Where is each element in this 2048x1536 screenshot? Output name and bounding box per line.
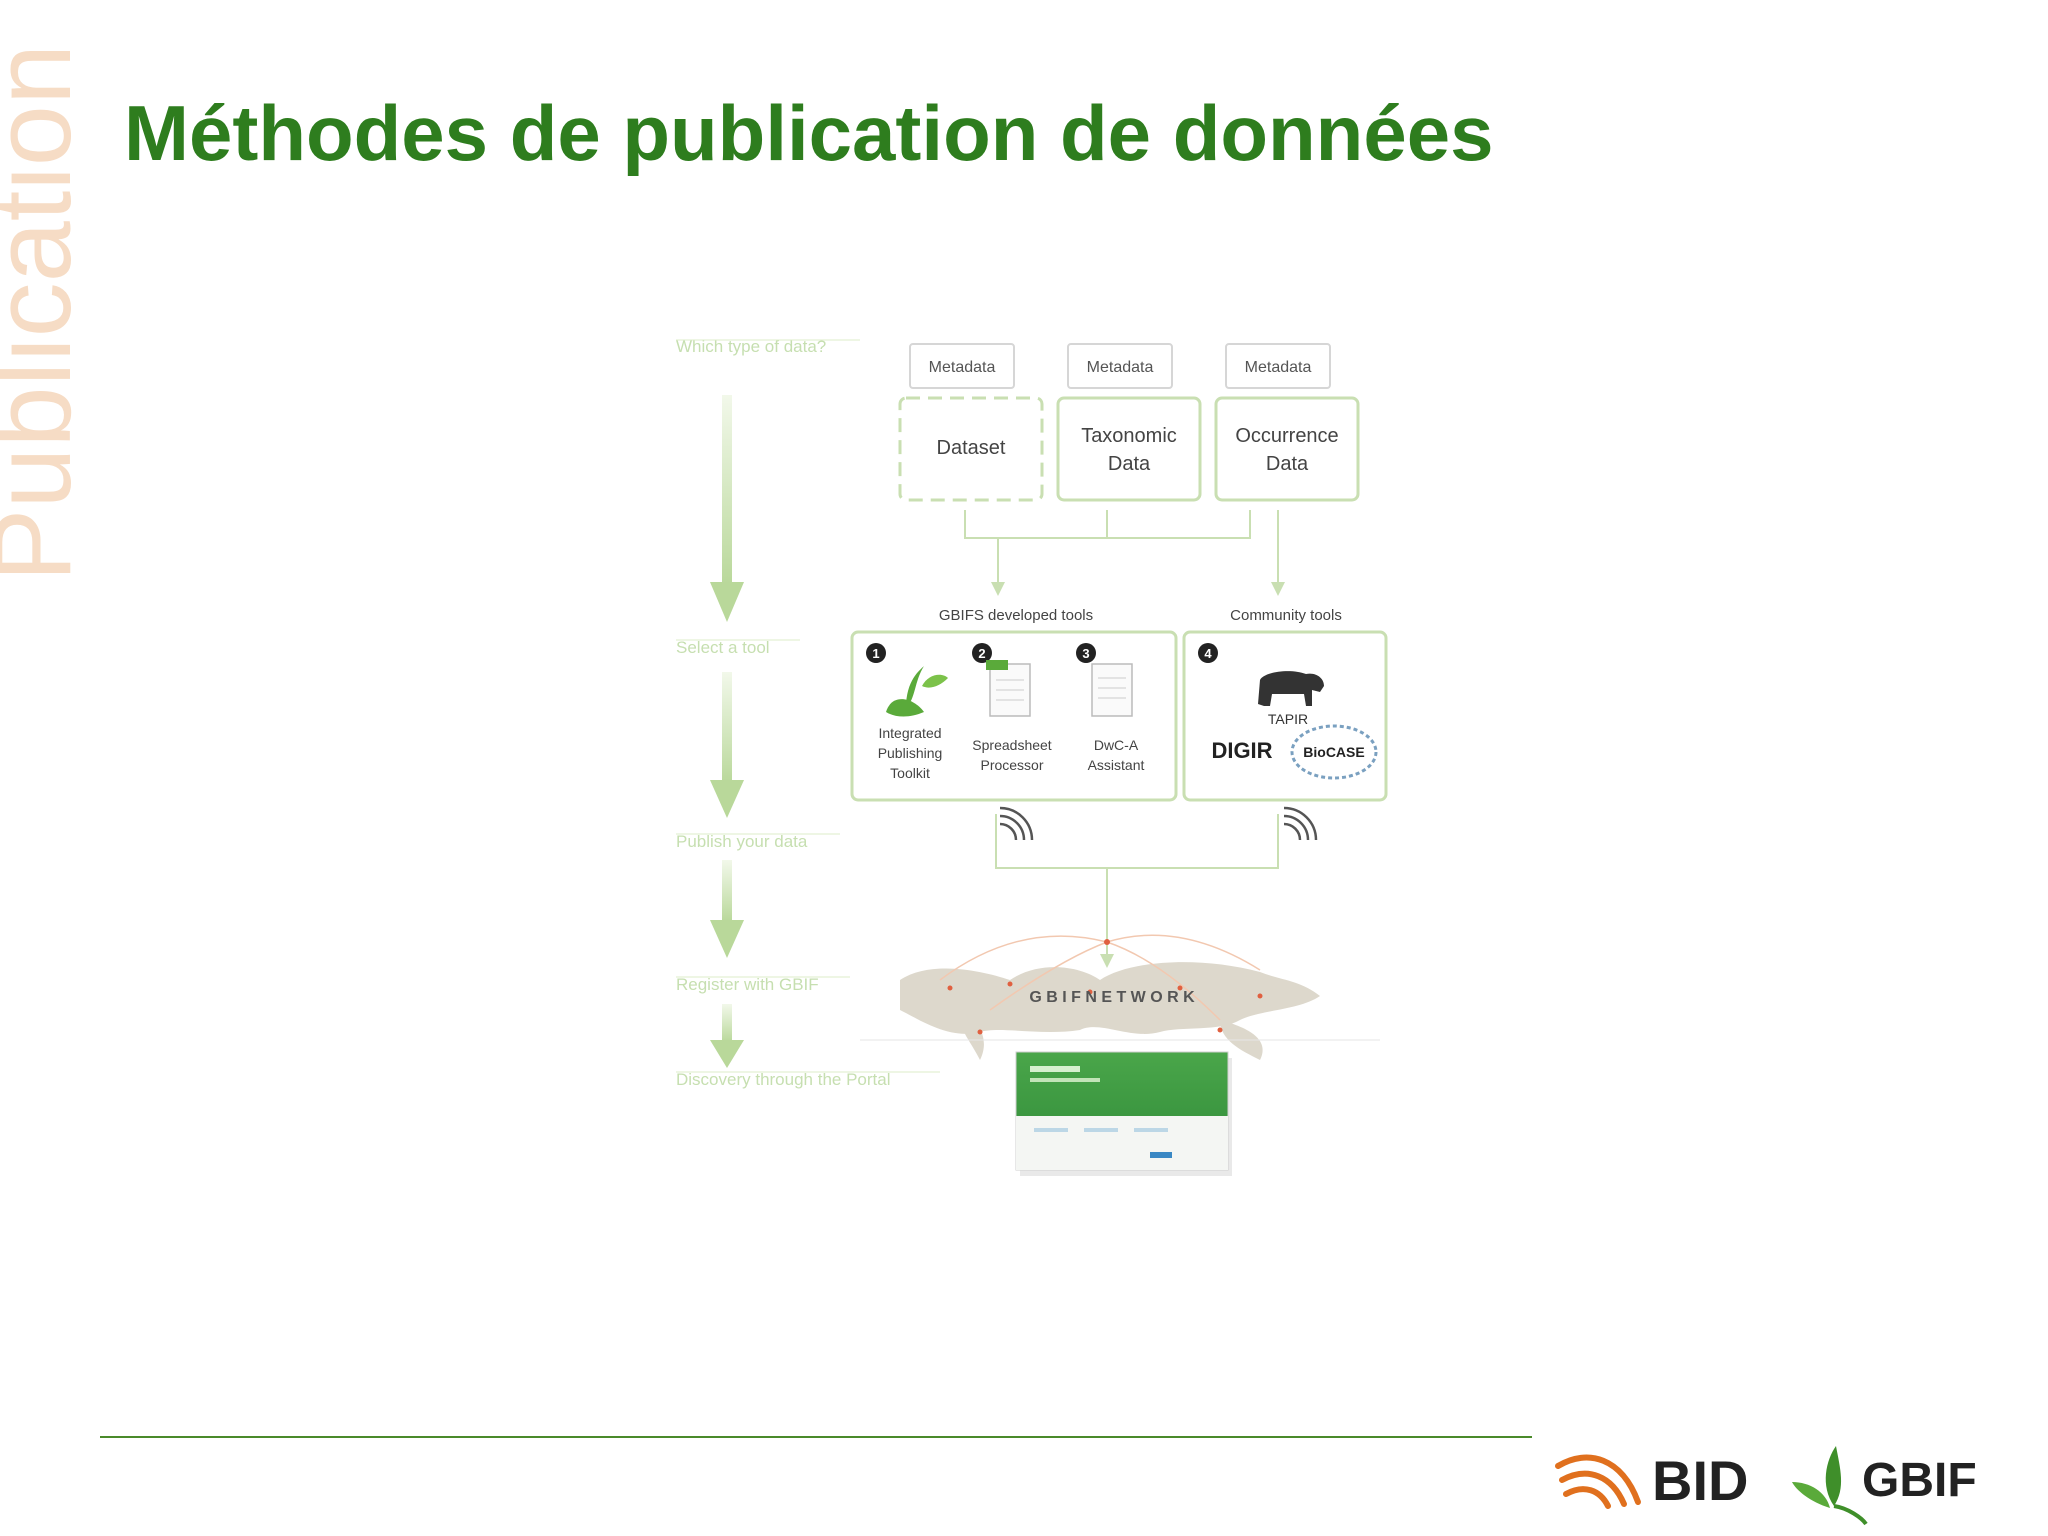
data-box-dataset: Dataset xyxy=(898,396,1044,502)
gbif-logo: GBIF xyxy=(1790,1436,1990,1526)
svg-text:DwC-A: DwC-A xyxy=(1094,737,1139,753)
svg-text:3: 3 xyxy=(1082,646,1089,661)
group-label-community-tools: Community tools xyxy=(1230,607,1342,624)
svg-text:Dataset: Dataset xyxy=(937,437,1006,459)
spreadsheet-icon xyxy=(986,660,1031,717)
svg-text:Integrated: Integrated xyxy=(878,725,941,741)
bid-swoosh-icon xyxy=(1555,1454,1641,1509)
gbif-network-label: G B I F N E T W O R K xyxy=(1029,989,1195,1006)
signal-icon-gbif xyxy=(999,806,1034,841)
community-tools-box: 4 TAPIR DIGIR BioCASE xyxy=(1182,630,1388,802)
svg-text:Data: Data xyxy=(1108,453,1151,475)
biocase-logo: BioCASE xyxy=(1290,724,1378,780)
page-title: Méthodes de publication de données xyxy=(124,89,1494,177)
svg-text:Processor: Processor xyxy=(980,757,1043,773)
step-labels: Which type of data? Select a tool Publis… xyxy=(676,337,940,1089)
tool-spreadsheet: 2 Spreadsheet Processor xyxy=(972,643,1052,773)
group-label-gbif-tools: GBIFS developed tools xyxy=(939,607,1093,624)
gbif-tools-box: 1 Integrated Publishing Toolkit 2 xyxy=(850,630,1178,802)
tool-ipt: 1 Integrated Publishing Toolkit xyxy=(866,643,948,781)
side-label: Publication xyxy=(0,22,94,582)
metadata-tab-taxonomic: Metadata xyxy=(1067,343,1173,389)
publication-diagram: Which type of data? Select a tool Publis… xyxy=(660,320,1420,1180)
gbif-logo-text: GBIF xyxy=(1862,1454,1977,1507)
digir-label: DIGIR xyxy=(1211,738,1272,763)
arrow-head-gbif-tools xyxy=(991,582,1005,596)
document-icon xyxy=(1091,663,1133,717)
arrow-head-network xyxy=(1100,954,1114,968)
side-label-text: Publication xyxy=(0,43,94,582)
bid-logo: BID xyxy=(1548,1436,1768,1516)
svg-text:Occurrence: Occurrence xyxy=(1235,425,1338,447)
svg-text:2: 2 xyxy=(978,646,985,661)
flow-arrows xyxy=(710,395,744,1068)
gbif-leaf-icon xyxy=(1792,1446,1868,1526)
svg-text:Toolkit: Toolkit xyxy=(890,765,930,781)
tapir-label: TAPIR xyxy=(1268,711,1308,727)
footer-rule xyxy=(100,1436,1532,1438)
svg-text:Metadata: Metadata xyxy=(1087,359,1154,376)
tapir-icon xyxy=(1258,671,1324,706)
svg-text:4: 4 xyxy=(1204,646,1212,661)
gbif-portal-thumbnail xyxy=(1015,1051,1232,1176)
metadata-tab-occurrence: Metadata xyxy=(1225,343,1331,389)
gbif-network-map: G B I F N E T W O R K xyxy=(860,934,1380,1060)
step-label-select-tool: Select a tool xyxy=(676,638,770,657)
metadata-tab-dataset: Metadata xyxy=(909,343,1015,389)
svg-text:1: 1 xyxy=(872,646,879,661)
arrow-head-community-tools xyxy=(1271,582,1285,596)
svg-text:Metadata: Metadata xyxy=(929,359,996,376)
leaf-icon xyxy=(886,666,948,717)
step-label-discovery: Discovery through the Portal xyxy=(676,1070,891,1089)
data-box-occurrence: Occurrence Data xyxy=(1214,396,1360,502)
step-label-which-type: Which type of data? xyxy=(676,337,826,356)
svg-text:Publishing: Publishing xyxy=(878,745,943,761)
svg-text:Assistant: Assistant xyxy=(1088,757,1145,773)
svg-text:Taxonomic: Taxonomic xyxy=(1081,425,1177,447)
svg-text:Metadata: Metadata xyxy=(1245,359,1312,376)
data-box-taxonomic: Taxonomic Data xyxy=(1056,396,1202,502)
step-label-register: Register with GBIF xyxy=(676,975,819,994)
svg-text:Spreadsheet: Spreadsheet xyxy=(972,737,1052,753)
svg-text:BioCASE: BioCASE xyxy=(1303,744,1364,760)
svg-text:Data: Data xyxy=(1266,453,1309,475)
step-label-publish: Publish your data xyxy=(676,832,808,851)
bid-logo-text: BID xyxy=(1652,1449,1748,1512)
tool-dwca-assistant: 3 DwC-A Assistant xyxy=(1076,643,1145,773)
signal-icon-community xyxy=(1283,806,1318,841)
